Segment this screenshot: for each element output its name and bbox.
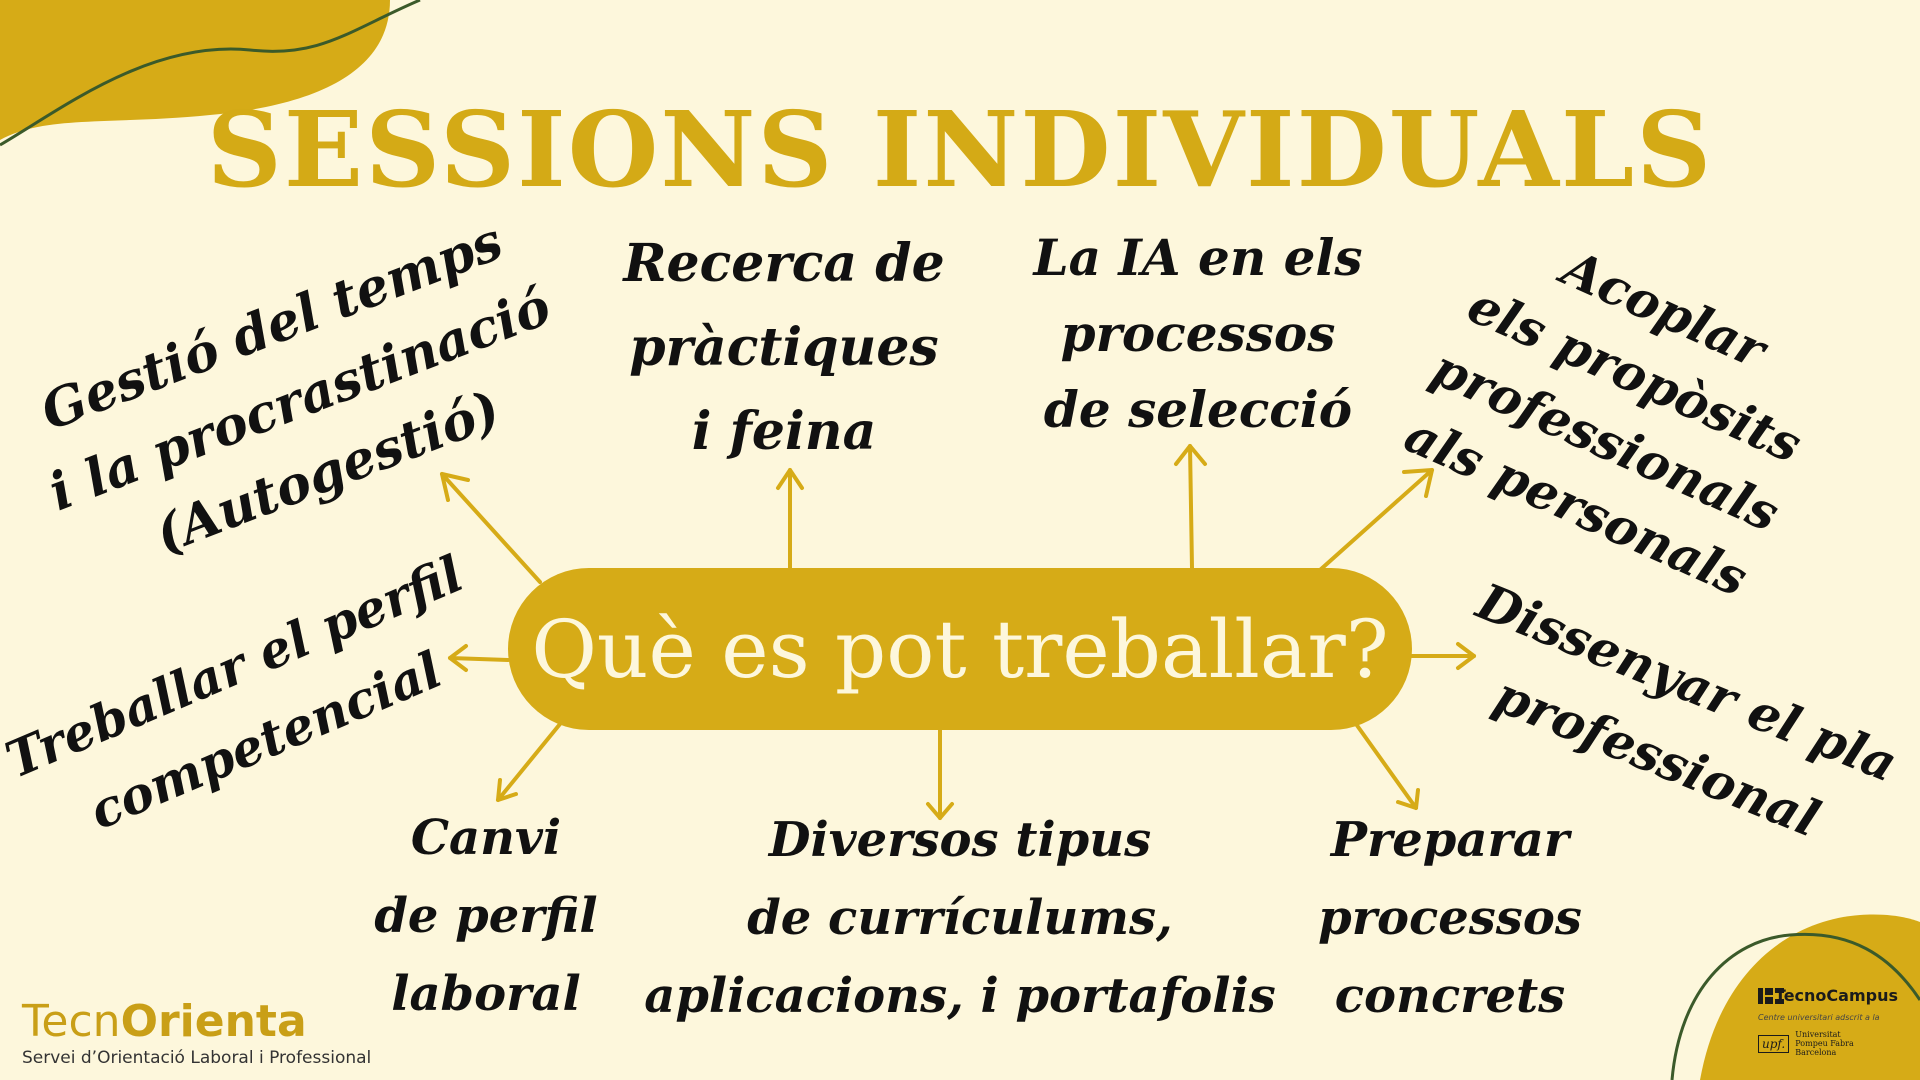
arrow-ai-selection <box>1188 444 1194 570</box>
bottom-right-curve-line <box>1670 932 1920 1080</box>
affiliation-text: Centre universitari adscrit a la <box>1758 1013 1880 1022</box>
arrow-align-purposes <box>1318 468 1434 572</box>
central-question-pill: Què es pot treballar? <box>508 568 1412 730</box>
topic-profile-change: Canvi de perfil laboral <box>374 810 598 1022</box>
tecnocampus-logo: TecnoCampus <box>1758 986 1898 1005</box>
upf-name: Universitat Pompeu Fabra Barcelona <box>1795 1030 1854 1057</box>
topic-prepare-processes: Preparar processos concrets <box>1318 812 1582 1024</box>
top-left-curve-line <box>0 0 421 147</box>
topic-cv-types: Diversos tipus de currículums, aplicacio… <box>644 812 1276 1024</box>
arrow-time-management <box>440 472 542 584</box>
topic-ai-selection: La IA en els processos de selecció <box>1033 228 1363 439</box>
tecnorienta-subtitle: Servei d’Orientació Laboral i Profession… <box>22 1048 372 1068</box>
tecnorienta-logo: TecnOrienta Servei d’Orientació Laboral … <box>22 996 372 1069</box>
upf-mark: upf. <box>1758 1034 1790 1053</box>
upf-logo: upf. Universitat Pompeu Fabra Barcelona <box>1758 1030 1898 1057</box>
tecnocampus-icon <box>1758 987 1784 1004</box>
top-left-blob <box>0 0 390 140</box>
tecnorienta-wordmark: TecnOrienta <box>22 996 307 1047</box>
page-title: SESSIONS INDIVIDUALS <box>206 88 1714 211</box>
partner-logos: TecnoCampus Centre universitari adscrit … <box>1758 986 1898 1057</box>
arrow-competency-profile <box>448 656 510 662</box>
arrow-prepare-processes <box>1354 722 1418 810</box>
tecnocampus-name: TecnoCampus <box>1774 986 1898 1005</box>
arrow-profile-change <box>496 722 562 802</box>
bottom-right-blob <box>1700 914 1920 1080</box>
central-question: Què es pot treballar? <box>531 602 1389 696</box>
topic-internship-search: Recerca de pràctiques i feina <box>623 233 945 462</box>
